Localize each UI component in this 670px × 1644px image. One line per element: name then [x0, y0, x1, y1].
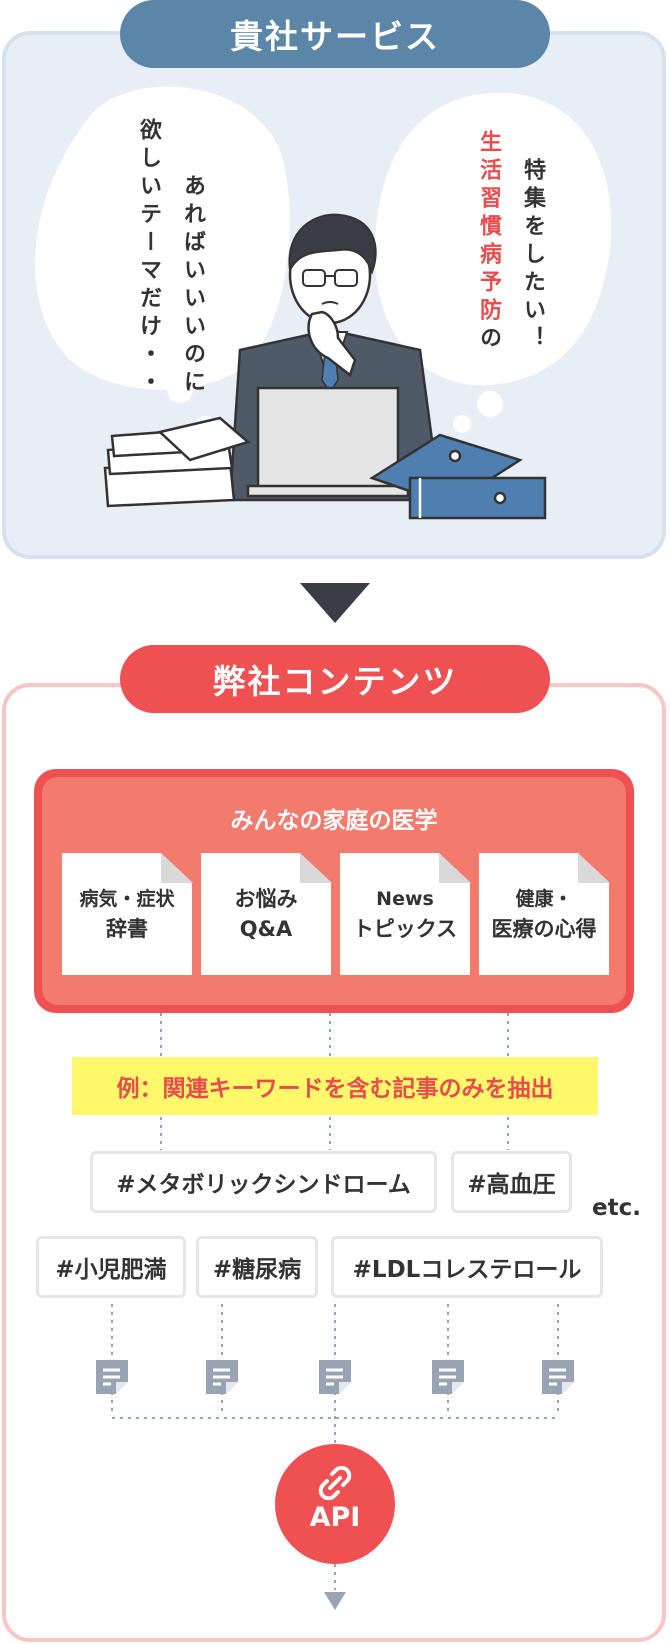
businessman-illustration: [103, 213, 547, 520]
card-line2: Q&A: [239, 917, 293, 941]
client-service-title: 貴社サービス: [120, 0, 550, 68]
keyword-tag: #高血圧: [451, 1151, 572, 1213]
thought-bubble-right-text: 生活習慣病予防の特集をしたい！: [466, 130, 554, 358]
api-label: API: [309, 1502, 361, 1533]
document-icon: [96, 1360, 128, 1394]
bubble-right-particle: の: [476, 326, 501, 354]
bubble-left-line2: あればいいいのに: [180, 174, 205, 398]
bubble-right-highlight: 生活習慣病予防: [476, 130, 501, 326]
triangle-down-icon: [300, 583, 370, 623]
card-line1: 健康・: [515, 888, 573, 910]
highlight-band: [72, 1057, 598, 1115]
document-icon: [206, 1360, 238, 1394]
thought-bubbles: [35, 86, 612, 434]
api-badge: [275, 1444, 395, 1564]
content-box-title: みんなの家庭の医学: [230, 808, 438, 834]
card-line2: 辞書: [106, 917, 148, 941]
card-line1: News: [376, 888, 434, 910]
card-line2: トピックス: [352, 917, 458, 941]
card-line1: お悩み: [234, 887, 298, 911]
document-icon: [542, 1360, 574, 1394]
our-content-title: 弊社コンテンツ: [120, 645, 550, 713]
card-line2: 医療の心得: [491, 917, 597, 941]
document-icon: [319, 1360, 351, 1394]
bubble-left-line1: 欲しいテーマだけ・・: [136, 118, 161, 398]
card-line1: 病気・症状: [79, 888, 175, 910]
bubble-right-line2: 特集をしたい！: [520, 158, 545, 354]
example-caption: 例：関連キーワードを含む記事のみを抽出: [116, 1076, 554, 1102]
content-card: News トピックス: [340, 853, 470, 975]
keyword-tag: #糖尿病: [196, 1236, 318, 1298]
document-icon: [432, 1360, 464, 1394]
etc-label: etc.: [592, 1195, 641, 1221]
thought-bubble-left-text: 欲しいテーマだけ・・あればいいいのに: [126, 118, 214, 402]
triangle-down-icon: [324, 1592, 346, 1610]
keyword-tag: #メタボリックシンドローム: [90, 1151, 437, 1213]
keyword-tag: #LDLコレステロール: [331, 1236, 603, 1298]
link-icon: [318, 1466, 352, 1500]
keyword-tag: #小児肥満: [36, 1236, 186, 1298]
